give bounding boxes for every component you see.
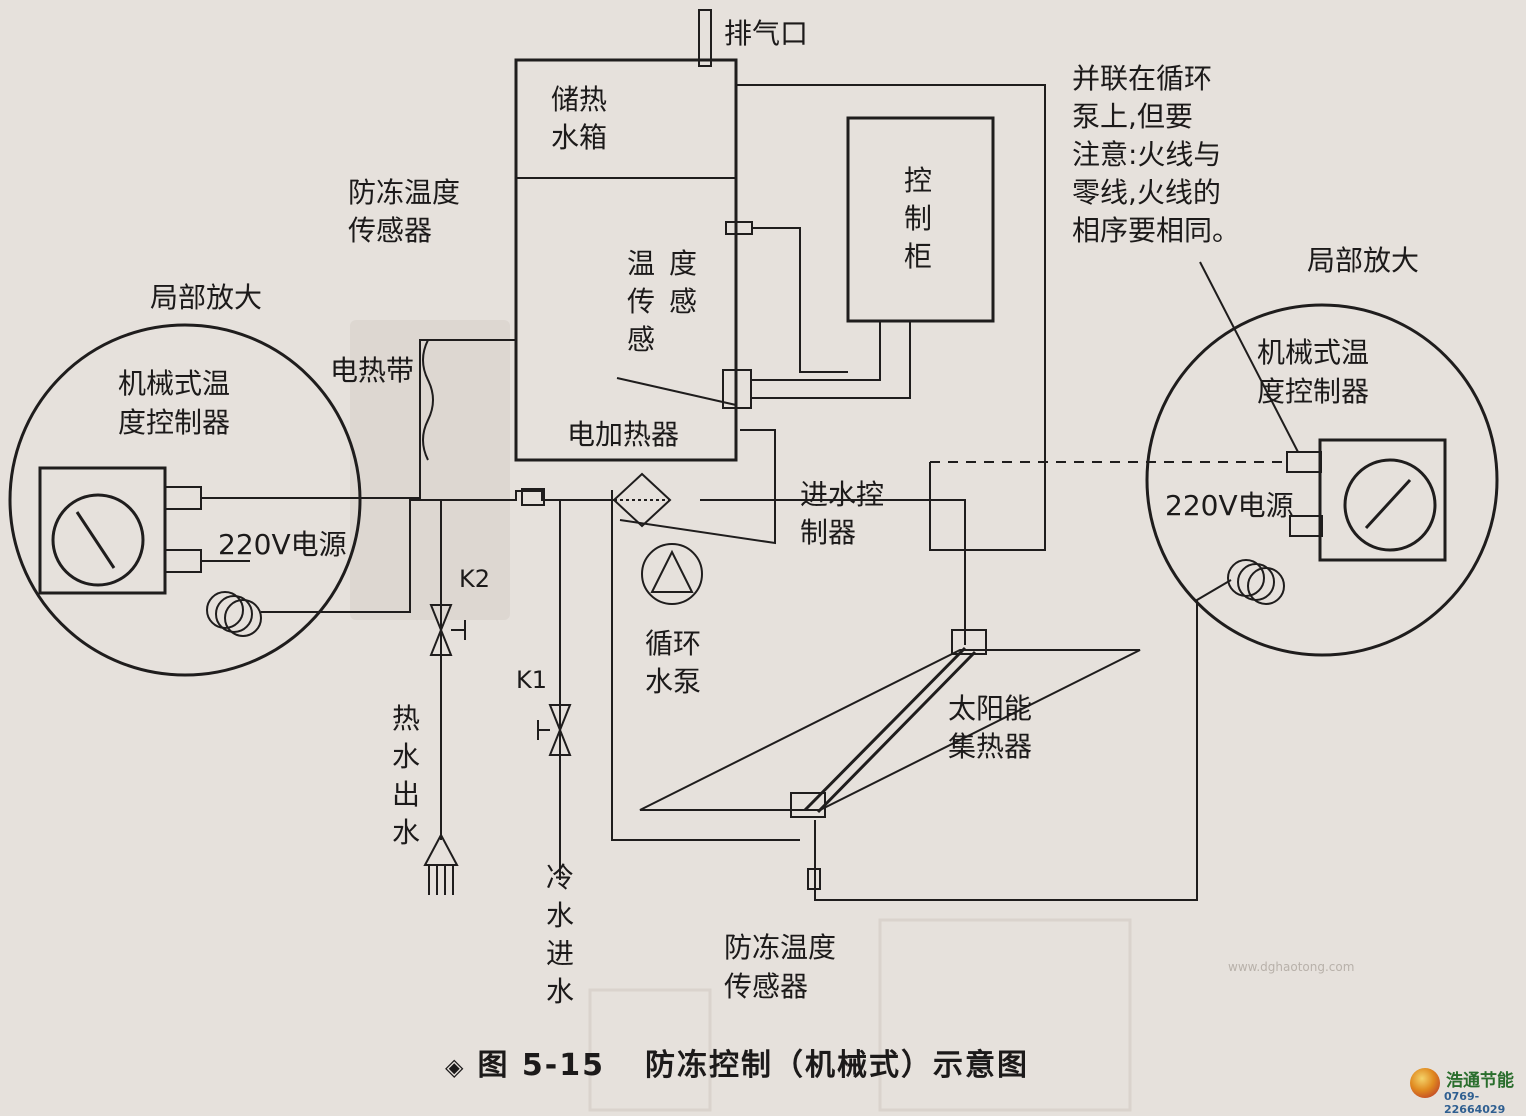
collector-panel (639, 649, 1141, 811)
valve-k2-icon (429, 604, 466, 656)
tank-label-line1: 储热 (551, 83, 607, 116)
wiring-and-piping (261, 84, 1232, 901)
left-terminal-bottom (164, 549, 202, 573)
temp-sensor-label-char5: 感 (669, 285, 697, 318)
cabinet-label-char2: 制 (904, 202, 932, 235)
temp-sensor-label-char3: 感 (627, 323, 655, 356)
caption-title: 防冻控制（机械式）示意图 (645, 1048, 1029, 1083)
antifreeze-bottom-label-line2: 传感器 (724, 970, 808, 1003)
right-mech-label-line2: 度控制器 (1257, 375, 1369, 408)
note-line5: 相序要相同。 (1072, 214, 1240, 247)
temp-sensor-label-char1: 温 (627, 247, 655, 280)
temp-sensor-label-char2: 传 (627, 285, 655, 318)
vent-pipe (698, 9, 712, 67)
tank-label-line2: 水箱 (551, 121, 607, 154)
left-circle-outline (8, 323, 362, 677)
left-controller-box (38, 466, 167, 595)
storage-tank (514, 9, 753, 462)
heating-tape-label: 电热带 (330, 354, 414, 387)
cold-water-in-char1: 冷 (546, 861, 574, 894)
heater-label: 电加热器 (567, 418, 679, 451)
cabinet-label-char3: 柜 (904, 240, 932, 273)
brand-logo: 浩通节能 0769-22664029 (1408, 1062, 1526, 1116)
left-dial-icon (51, 493, 145, 587)
cold-water-in-char2: 水 (546, 899, 574, 932)
left-pipe-sensor (521, 488, 545, 506)
logo-phone: 0769-22664029 (1444, 1090, 1506, 1116)
caption-marker: ◈ (445, 1053, 466, 1081)
right-terminal-bottom (1289, 515, 1323, 537)
right-terminal-top (1286, 451, 1322, 473)
cold-water-in-char4: 水 (546, 975, 574, 1008)
hot-water-out-char2: 水 (392, 740, 420, 773)
pump-label-line1: 循环 (645, 627, 701, 660)
valve-k1-label: K1 (516, 666, 547, 694)
right-mech-label-line1: 机械式温 (1257, 336, 1369, 369)
heater-terminal (722, 369, 752, 409)
right-zoom-circle (930, 261, 1499, 657)
left-coil-icon (206, 591, 262, 637)
left-zoom-circle (8, 323, 362, 677)
background-bleed-through (350, 320, 1132, 1112)
bottom-antifreeze-sensor (807, 868, 821, 890)
collector-label-line2: 集热器 (948, 730, 1032, 763)
partial-zoom-right-label: 局部放大 (1307, 244, 1419, 277)
valve-k1-icon (537, 704, 572, 756)
tank-temp-sensor (725, 221, 753, 235)
antifreeze-bottom-label-line1: 防冻温度 (724, 931, 836, 964)
temp-sensor-label-char4: 度 (669, 247, 697, 280)
hot-water-out-char1: 热 (392, 702, 420, 735)
watermark-url: www.dghaotong.com (1228, 960, 1355, 974)
right-dial-icon (1343, 458, 1437, 552)
inlet-controller-label-line2: 制器 (800, 516, 856, 549)
collector-bottom-header (790, 792, 826, 818)
valve-k2-label: K2 (459, 565, 490, 593)
note-line2: 泵上,但要 (1072, 100, 1193, 133)
heater-element (616, 377, 737, 406)
left-terminal-top (164, 486, 202, 510)
partial-zoom-left-label: 局部放大 (150, 281, 262, 314)
left-mech-label-line1: 机械式温 (118, 367, 230, 400)
note-pointer-line (1199, 261, 1299, 453)
inlet-controller-label-line1: 进水控 (800, 478, 884, 511)
right-circle-outline (1145, 303, 1499, 657)
note-line3: 注意:火线与 (1072, 138, 1221, 171)
left-mech-label-line2: 度控制器 (118, 406, 230, 439)
logo-brand-name: 浩通节能 (1446, 1071, 1514, 1091)
cold-water-in-char3: 进 (546, 937, 574, 970)
inlet-controller-icon (612, 472, 672, 528)
collector-label-line1: 太阳能 (948, 692, 1032, 725)
right-coil-icon (1227, 559, 1285, 605)
note-line4: 零线,火线的 (1072, 176, 1221, 209)
logo-emblem-icon (1410, 1068, 1440, 1098)
antifreeze-top-label-line2: 传感器 (348, 214, 432, 247)
caption-number: 图 5-15 (477, 1048, 605, 1083)
shower-head-icon (423, 832, 459, 895)
solar-collector (639, 629, 1141, 818)
right-controller-box (1318, 438, 1447, 562)
diagram-labels: 排气口 储热 水箱 防冻温度 传感器 局部放大 局部放大 电热带 机械式温 度控… (118, 17, 1419, 1008)
hot-water-out-char4: 水 (392, 816, 420, 849)
note-line1: 并联在循环 (1072, 62, 1212, 95)
hot-water-out-char3: 出 (392, 778, 420, 811)
left-power-label: 220V电源 (218, 528, 347, 561)
pump-label-line2: 水泵 (645, 665, 701, 698)
control-cabinet (846, 116, 995, 323)
figure-caption: ◈ 图 5-15 防冻控制（机械式）示意图 (445, 1040, 1029, 1084)
collector-top-header (951, 629, 987, 655)
tank-outline (514, 58, 738, 462)
antifreeze-top-label-line1: 防冻温度 (348, 176, 460, 209)
pump-icon (641, 543, 703, 605)
vent-label: 排气口 (724, 17, 808, 50)
right-power-label: 220V电源 (1165, 489, 1294, 522)
cabinet-label-char1: 控 (904, 164, 932, 197)
